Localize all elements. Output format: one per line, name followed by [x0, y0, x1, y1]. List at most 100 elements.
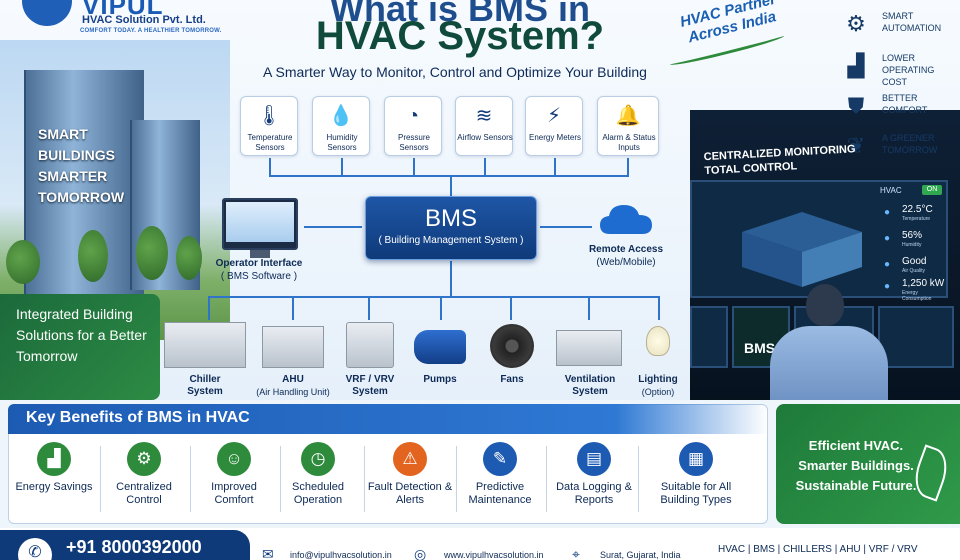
- warning-icon: ⚠: [393, 442, 427, 476]
- leaf-icon: ❦: [846, 133, 866, 158]
- connector-line: [554, 158, 556, 176]
- operator-interface-sub: ( BMS Software ): [220, 271, 298, 282]
- footer-email[interactable]: info@vipulhvacsolution.in: [290, 550, 392, 560]
- globe-icon: ◎: [414, 546, 427, 560]
- benefit-energy-savings[interactable]: ▟ Energy Savings: [10, 442, 98, 518]
- feature-label: BETTER COMFORT: [882, 93, 928, 115]
- status-badge: ON: [922, 185, 942, 195]
- tree: [176, 236, 202, 280]
- stat-label: Humidity: [902, 242, 922, 248]
- sensor-alarm[interactable]: 🔔 Alarm & Status Inputs: [597, 96, 659, 156]
- benefit-data-logging[interactable]: ▤ Data Logging & Reports: [550, 442, 638, 518]
- chart-screen: [878, 306, 954, 368]
- leaf-icon: ●: [884, 259, 891, 270]
- stat-value: 56%: [902, 230, 923, 241]
- sensor-airflow[interactable]: ≋ Airflow Sensors: [455, 96, 513, 156]
- phone-icon: ✆: [18, 538, 52, 560]
- benefit-label: Improved Comfort: [211, 481, 257, 506]
- company-logo[interactable]: VIPUL HVAC Solution Pvt. Ltd. COMFORT TO…: [22, 0, 222, 44]
- benefit-centralized-control[interactable]: ⚙ Centralized Control: [100, 442, 188, 518]
- equipment-pumps: Pumps: [406, 374, 474, 386]
- connector-line: [269, 158, 271, 176]
- document-icon: ▤: [577, 442, 611, 476]
- gauge-icon: ◔: [406, 105, 420, 127]
- sensor-label: Pressure Sensors: [397, 133, 430, 152]
- logo-name: VIPUL: [82, 0, 164, 20]
- equipment-label: Fans: [500, 374, 524, 385]
- connector-line: [368, 296, 370, 320]
- tree: [136, 226, 168, 280]
- sensor-label: Energy Meters: [528, 133, 582, 142]
- equipment-label: Lighting: [638, 374, 678, 385]
- footer-website[interactable]: www.vipulhvacsolution.in: [444, 550, 544, 560]
- bolt-icon: ⚡: [546, 105, 562, 127]
- bar-chart-icon: ▟: [847, 53, 865, 78]
- feature-label: SMART AUTOMATION: [882, 11, 942, 33]
- page-title-line1: What is BMS in: [330, 0, 590, 29]
- connector-line: [484, 158, 486, 176]
- feature-label: LOWER OPERATING COST: [882, 53, 935, 87]
- gear-icon: ⚙: [127, 442, 161, 476]
- chiller-unit-icon: [164, 322, 246, 368]
- equipment-ahu: AHU (Air Handling Unit): [248, 374, 338, 399]
- benefit-all-building-types[interactable]: ▦ Suitable for All Building Types: [644, 442, 748, 518]
- fan-icon: [490, 324, 534, 368]
- feature-lower-cost: ▟ LOWER OPERATING COST: [840, 50, 960, 88]
- divider: [638, 446, 639, 512]
- sensor-label: Temperature Sensors: [247, 133, 293, 152]
- stat-label: Air Quality: [902, 268, 926, 274]
- divider: [190, 446, 191, 512]
- connector-line: [269, 175, 629, 177]
- feature-label: A GREENER TOMORROW: [882, 133, 938, 155]
- divider: [456, 446, 457, 512]
- sensor-humidity[interactable]: 💧 Humidity Sensors: [312, 96, 370, 156]
- connector-line: [658, 296, 660, 320]
- stat-value: Good: [902, 256, 927, 267]
- integrated-text: Integrated Building Solutions for a Bett…: [16, 306, 147, 364]
- page-subtitle: A Smarter Way to Monitor, Control and Op…: [263, 64, 647, 80]
- benefit-label: Energy Savings: [15, 481, 93, 493]
- benefit-label: Predictive Maintenance: [468, 481, 532, 506]
- connector-line: [450, 175, 452, 196]
- wind-icon: ≋: [475, 105, 493, 127]
- sensor-label: Humidity Sensors: [326, 133, 358, 152]
- stat-value: 22.5°C: [902, 204, 933, 215]
- benefit-improved-comfort[interactable]: ☺ Improved Comfort: [190, 442, 278, 518]
- connector-line: [341, 158, 343, 176]
- sensor-pressure[interactable]: ◔ Pressure Sensors: [384, 96, 442, 156]
- stat-humidity: ● 56% Humidity: [876, 230, 946, 252]
- equipment-vrf: VRF / VRV System: [334, 374, 406, 398]
- connector-line: [440, 296, 442, 320]
- connector-line: [510, 296, 512, 320]
- vrf-unit-icon: [346, 322, 394, 368]
- dashboard-hvac-label: HVAC: [880, 186, 902, 195]
- benefit-label: Centralized Control: [116, 481, 172, 506]
- sensor-temperature[interactable]: 🌡 Temperature Sensors: [240, 96, 298, 156]
- connector-line: [304, 226, 362, 228]
- benefit-fault-detection[interactable]: ⚠ Fault Detection & Alerts: [366, 442, 454, 518]
- thermometer-icon: 🌡: [256, 105, 282, 127]
- bms-central-box[interactable]: BMS ( Building Management System ): [365, 196, 537, 260]
- equipment-sub: System: [352, 386, 388, 397]
- company-name: HVAC Solution Pvt. Ltd.: [82, 14, 206, 26]
- sensor-energy[interactable]: ⚡ Energy Meters: [525, 96, 583, 156]
- benefits-header: [8, 404, 768, 434]
- stat-label: Temperature: [902, 216, 931, 222]
- bms-subtitle: ( Building Management System ): [378, 235, 524, 246]
- stopwatch-icon: ◷: [301, 442, 335, 476]
- equipment-label: Chiller: [189, 374, 221, 385]
- footer-tags: HVAC | BMS | CHILLERS | AHU | VRF / VRV: [718, 544, 918, 555]
- equipment-sub: System: [187, 386, 223, 397]
- phone-number[interactable]: +91 8000392000: [66, 537, 202, 557]
- bar-chart-icon: ▟: [37, 442, 71, 476]
- benefit-predictive-maintenance[interactable]: ✎ Predictive Maintenance: [456, 442, 544, 518]
- building-icon: ▦: [679, 442, 713, 476]
- logo-mark-icon: [22, 0, 72, 26]
- droplet-icon: 💧: [328, 105, 354, 127]
- equipment-label: VRF / VRV: [345, 374, 395, 385]
- benefit-scheduled-operation[interactable]: ◷ Scheduled Operation: [274, 442, 362, 518]
- footer-location: Surat, Gujarat, India: [600, 550, 681, 560]
- ahu-unit-icon: [262, 326, 324, 368]
- connector-line: [540, 226, 592, 228]
- side-screen: [690, 306, 728, 368]
